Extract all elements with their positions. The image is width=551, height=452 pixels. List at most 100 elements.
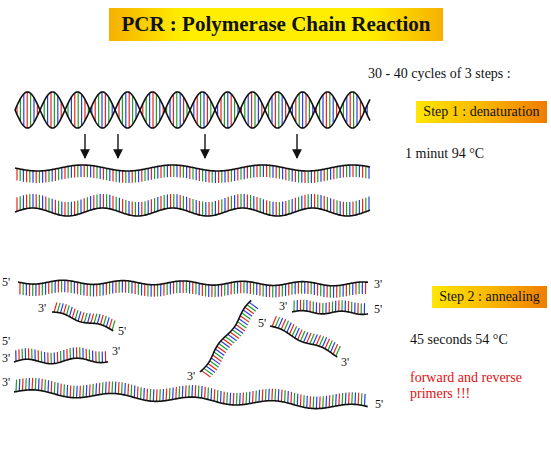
base	[48, 198, 49, 212]
base	[70, 385, 72, 397]
base-pair	[129, 92, 130, 127]
base	[249, 302, 258, 308]
base	[324, 169, 325, 181]
base	[60, 303, 63, 313]
base	[244, 194, 245, 208]
base	[26, 195, 27, 209]
base	[167, 165, 168, 177]
strand-backbone	[292, 311, 368, 315]
base	[300, 300, 301, 311]
base	[79, 347, 80, 358]
base	[361, 393, 363, 405]
base	[256, 283, 257, 295]
base-pair	[322, 95, 323, 125]
base	[106, 283, 107, 295]
base	[132, 171, 133, 183]
base	[255, 390, 257, 402]
dna-strand	[18, 280, 368, 298]
base	[265, 389, 267, 401]
base	[54, 303, 57, 313]
base	[32, 194, 33, 208]
base	[132, 202, 133, 216]
base	[100, 315, 103, 325]
base	[69, 307, 72, 317]
base	[316, 302, 317, 313]
base	[170, 165, 171, 177]
strand-backbone	[200, 300, 251, 372]
base	[147, 284, 148, 296]
base	[22, 349, 23, 360]
base-pair	[101, 92, 102, 128]
base	[42, 283, 43, 295]
base	[303, 395, 305, 407]
base	[151, 199, 152, 213]
base	[355, 282, 356, 294]
base	[297, 394, 299, 406]
base	[64, 167, 65, 179]
base-pair	[353, 92, 354, 128]
base	[202, 170, 203, 182]
strand-end: 5'	[375, 398, 383, 412]
base	[204, 387, 206, 399]
base-pair	[258, 97, 259, 124]
base-pair	[282, 95, 283, 125]
base	[39, 171, 40, 183]
base	[74, 282, 75, 294]
base	[160, 284, 161, 296]
base	[148, 200, 149, 214]
base	[144, 284, 145, 296]
base	[183, 196, 184, 210]
base-pair	[299, 94, 300, 127]
base	[189, 198, 190, 212]
base	[298, 282, 299, 294]
base	[157, 166, 158, 178]
base-pair	[360, 100, 361, 120]
base	[324, 196, 325, 210]
base	[269, 165, 270, 177]
base	[256, 165, 257, 177]
base	[103, 194, 104, 208]
base	[115, 382, 117, 394]
base	[185, 385, 187, 397]
down-arrow	[117, 134, 118, 158]
strand-end: 3'	[187, 370, 195, 384]
base	[97, 314, 100, 324]
base-pair	[309, 98, 310, 121]
base	[308, 194, 309, 208]
strand-end: 5'	[374, 303, 382, 317]
base	[61, 168, 62, 180]
base	[317, 170, 318, 182]
base	[330, 168, 331, 180]
base	[78, 311, 81, 321]
base	[298, 197, 299, 211]
base	[212, 202, 213, 216]
base	[218, 200, 219, 214]
base	[348, 392, 350, 404]
base	[157, 285, 158, 297]
base	[125, 200, 126, 214]
dna-strands	[14, 92, 370, 409]
base	[288, 169, 289, 181]
base	[119, 198, 120, 212]
base	[60, 384, 62, 396]
cycle-note: 30 - 40 cycles of 3 steps :	[368, 66, 511, 82]
base	[361, 303, 362, 314]
base	[39, 284, 40, 296]
base	[214, 389, 216, 401]
base-pair	[227, 92, 228, 128]
base	[240, 168, 241, 180]
base	[172, 387, 174, 399]
step-label: Step 1 : denaturation	[423, 104, 539, 120]
dna-strand	[14, 347, 108, 364]
base-pair	[329, 93, 330, 128]
base	[208, 285, 209, 297]
base	[301, 282, 302, 294]
base	[108, 382, 110, 394]
base	[48, 170, 49, 182]
base	[356, 165, 357, 177]
base	[15, 380, 17, 392]
base	[173, 165, 174, 177]
base	[115, 281, 116, 293]
base	[263, 284, 264, 296]
base	[332, 395, 334, 407]
